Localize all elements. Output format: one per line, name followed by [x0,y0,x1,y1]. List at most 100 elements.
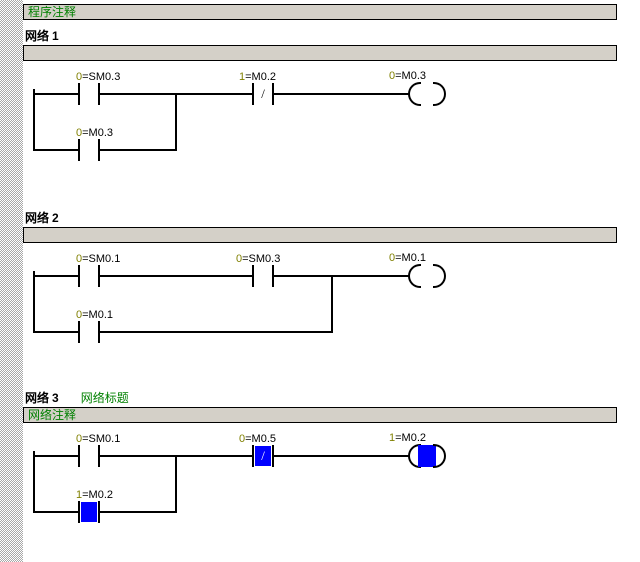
contact-fill [81,84,97,104]
operand-name: =M0.1 [82,309,114,321]
wire-segment [274,93,409,95]
contact-bar-left [78,501,80,523]
contact-bar-left [78,83,80,105]
contact-fill [81,322,97,342]
wire-segment [33,149,78,151]
operand-label: 0=M0.3 [389,70,426,82]
coil-arc-left [408,444,421,468]
operand-name: =SM0.1 [82,253,121,265]
status-value: 0 [76,253,83,265]
contact-sm0-1[interactable] [78,265,100,287]
wire-segment [33,331,78,333]
status-value: 0 [76,127,83,139]
operand-name: =SM0.1 [82,433,121,445]
contact-sm0-3-n2[interactable] [252,265,274,287]
coil-m0-1[interactable] [408,264,446,288]
contact-bar-right [98,321,100,343]
power-rail-network-1 [33,89,35,151]
network-2-label: 网络 [25,211,50,225]
network-3-comment-bar[interactable]: 网络注释 [23,407,617,423]
network-1-comment-bar[interactable] [23,45,617,61]
coil-m0-2-energized[interactable] [408,444,446,468]
operand-label: 0=SM0.3 [76,71,120,83]
network-2-number: 2 [52,211,59,225]
contact-fill [81,140,97,160]
wire-segment [100,511,177,513]
operand-label: 0=SM0.1 [76,433,120,445]
power-rail-network-3 [33,451,35,513]
wire-segment [33,511,78,513]
network-1-number: 1 [52,29,59,43]
contact-bar-right [98,83,100,105]
status-value: 0 [76,433,83,445]
operand-label: 1=M0.2 [389,432,426,444]
coil-arc-left [408,82,421,106]
coil-m0-3[interactable] [408,82,446,106]
contact-bar-right [98,265,100,287]
program-comment-bar[interactable]: 程序注释 [23,4,617,20]
wire-segment [33,275,78,277]
wire-segment [274,455,409,457]
contact-sm0-1-n3[interactable] [78,445,100,467]
status-value: 0 [389,70,396,82]
contact-m0-3-branch[interactable] [78,139,100,161]
wire-segment [33,93,78,95]
network-3-title: 网络标题 [80,391,129,405]
branch-vertical-network-1 [175,93,177,151]
contact-nc-m0-5-energized[interactable]: / [252,445,274,467]
operand-name: =SM0.3 [82,71,121,83]
contact-nc-m0-2[interactable]: / [252,83,274,105]
branch-vertical-network-3 [175,455,177,513]
contact-m0-2-branch-energized[interactable] [78,501,100,523]
contact-bar-left [78,265,80,287]
contact-slash-glyph: / [261,448,265,463]
wire-segment [100,275,252,277]
operand-label: 0=M0.3 [76,127,113,139]
contact-bar-right [98,501,100,523]
operand-label: 1=M0.2 [76,489,113,501]
contact-bar-left [252,83,254,105]
operand-label: 0=M0.5 [239,433,276,445]
contact-bar-left [252,445,254,467]
operand-label: 0=SM0.1 [76,253,120,265]
coil-arc-left [408,264,421,288]
contact-fill [81,266,97,286]
contact-fill [81,446,97,466]
operand-name: =M0.3 [82,127,114,139]
network-1-label: 网络 [25,29,50,43]
operand-name: =M0.2 [395,432,427,444]
wire-segment [100,331,333,333]
coil-arc-right [433,444,446,468]
contact-bar-right [272,265,274,287]
status-value: 0 [389,252,396,264]
contact-fill [255,446,271,466]
operand-label: 0=SM0.3 [236,253,280,265]
contact-sm0-3[interactable] [78,83,100,105]
operand-name: =M0.1 [395,252,427,264]
operand-name: =M0.2 [82,489,114,501]
coil-arc-right [433,264,446,288]
operand-name: =M0.3 [395,70,427,82]
contact-slash-glyph: / [261,86,265,101]
status-value: 1 [76,489,83,501]
operand-name: =SM0.3 [242,253,281,265]
contact-fill [255,266,271,286]
network-3-label: 网络 [25,391,50,405]
coil-fill [418,445,436,467]
wire-segment [33,455,78,457]
operand-label: 0=M0.1 [389,252,426,264]
contact-bar-left [78,445,80,467]
contact-m0-1-branch[interactable] [78,321,100,343]
contact-bar-left [78,321,80,343]
power-rail-network-2 [33,271,35,333]
contact-fill [81,502,97,522]
status-value: 0 [76,71,83,83]
status-value: 0 [236,253,243,265]
network-2-comment-bar[interactable] [23,227,617,243]
branch-vertical-network-2 [331,275,333,333]
contact-bar-right [272,83,274,105]
